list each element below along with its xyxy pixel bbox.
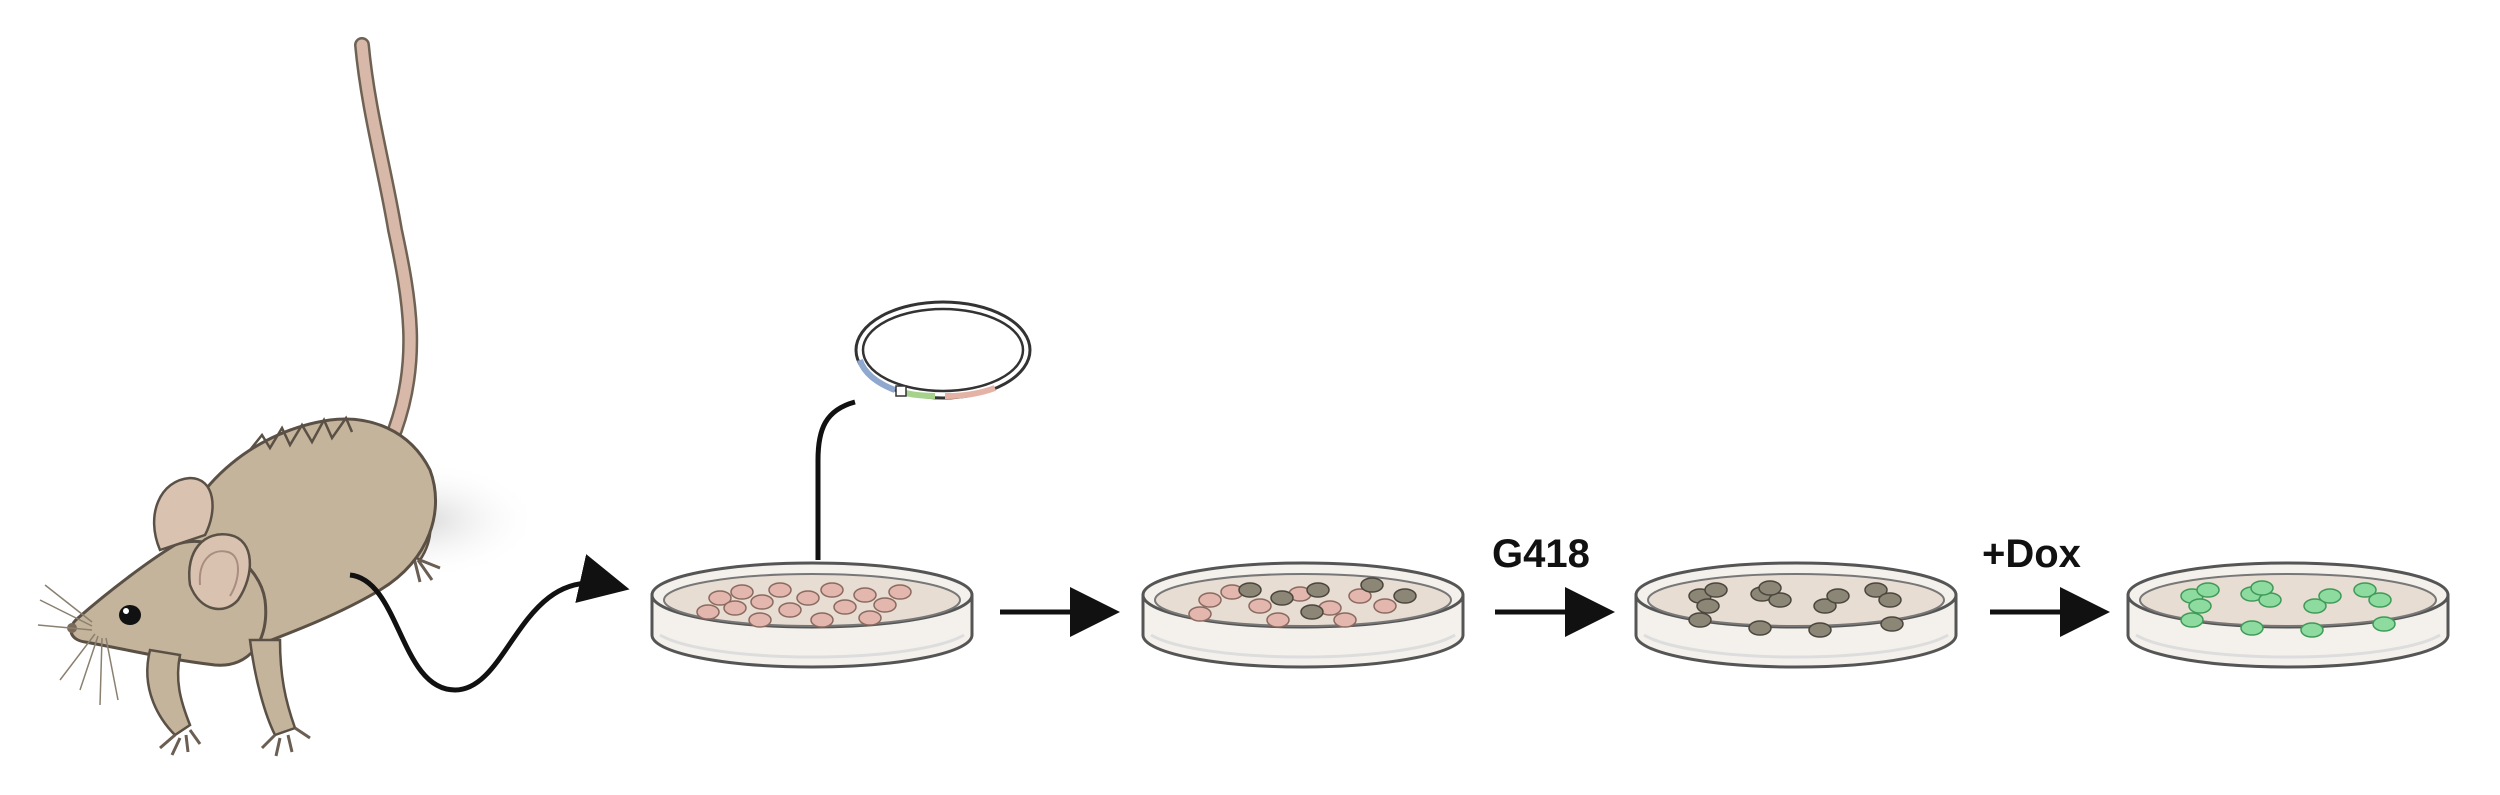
induction-label: +Dox [1982, 532, 2081, 576]
petri-dish-icon [1141, 561, 1465, 669]
dish-2-cells-transfected [1238, 577, 1417, 620]
petri-dish-icon [2126, 561, 2450, 669]
dish-4-colonies-fluorescent [2180, 580, 2396, 638]
dish-2-cells-untransfected [1188, 584, 1397, 628]
petri-dish-icon [1634, 561, 1958, 669]
dish-3-colonies [1688, 580, 1904, 638]
selection-label: G418 [1492, 532, 1590, 576]
plasmid-icon [807, 300, 1032, 583]
arrow-mouse-to-dish [349, 554, 630, 693]
dish-1-cells [696, 582, 912, 628]
arrow-plasmid-to-dish [815, 399, 856, 560]
mouse-icon [37, 37, 630, 757]
petri-dish-icon [650, 561, 974, 669]
